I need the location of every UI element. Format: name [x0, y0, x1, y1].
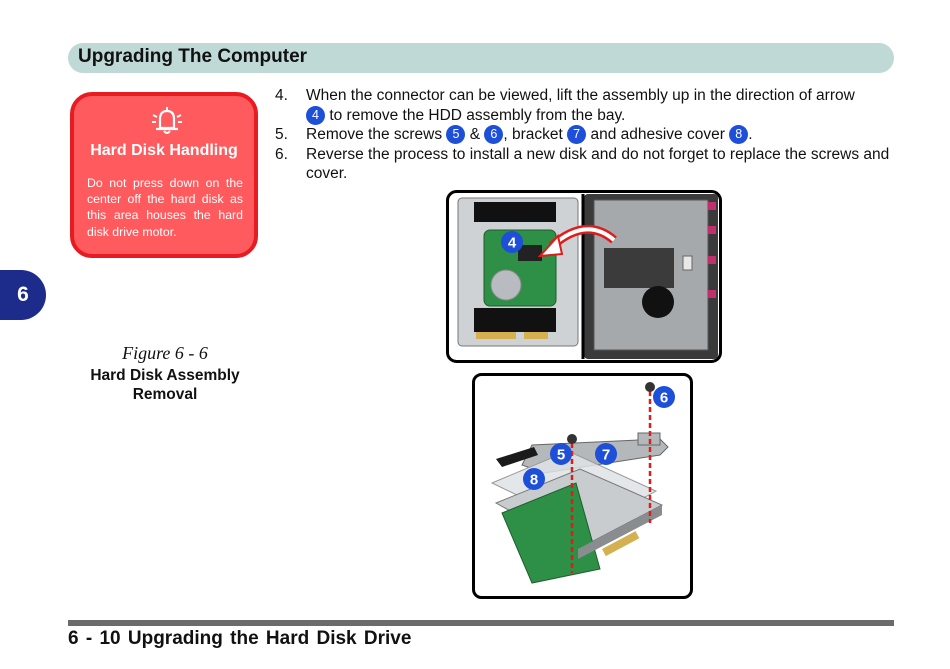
- step-text: Reverse the process to install a new dis…: [306, 145, 890, 183]
- callout-badge: 5: [446, 125, 466, 144]
- step-text: and adhesive cover: [590, 126, 725, 143]
- step-5: 5. Remove the screws 5 & 6, bracket 7 an…: [275, 125, 900, 145]
- instruction-list: 4. When the connector can be viewed, lif…: [275, 86, 900, 184]
- step-text: When the connector can be viewed, lift t…: [306, 87, 855, 104]
- chapter-tab[interactable]: 6: [0, 270, 46, 320]
- step-text: .: [748, 126, 753, 143]
- step-text: Remove the screws: [306, 126, 443, 143]
- callout-badge: 6: [484, 125, 504, 144]
- warning-text: Do not press down on the center off the …: [87, 176, 243, 239]
- footer-divider: [68, 620, 894, 626]
- callout-6-label: 6: [660, 390, 668, 407]
- section-header-bar: Upgrading The Computer: [68, 43, 894, 73]
- step-number: 4.: [275, 87, 288, 104]
- hdd-exploded-illustration: 6 5 7 8: [472, 373, 693, 599]
- callout-badge: 7: [567, 125, 587, 144]
- callout-badge: 4: [306, 105, 325, 125]
- step-text: , bracket: [503, 126, 563, 143]
- step-6: 6. Reverse the process to install a new …: [275, 145, 900, 184]
- step-number: 6.: [275, 145, 288, 163]
- step-text: &: [469, 126, 481, 143]
- step-number: 5.: [275, 126, 288, 143]
- bell-icon: [152, 107, 182, 134]
- step-4: 4. When the connector can be viewed, lif…: [275, 86, 900, 125]
- figure-title: Hard Disk Assembly Removal: [90, 367, 240, 403]
- figure-number: Figure 6 - 6: [122, 343, 208, 363]
- footer-page-label: 6 - 10 Upgrading the Hard Disk Drive: [68, 628, 412, 649]
- callout-badge: 8: [729, 125, 749, 144]
- hdd-removal-illustration: 4: [446, 190, 722, 363]
- figure-caption: Figure 6 - 6 Hard Disk Assembly Removal: [70, 343, 260, 404]
- callout-5-label: 5: [557, 447, 565, 464]
- warning-title: Hard Disk Handling: [90, 142, 238, 159]
- section-title: Upgrading The Computer: [78, 46, 308, 67]
- callout-8-label: 8: [530, 472, 538, 489]
- step-text: to remove the HDD assembly from the bay.: [329, 106, 626, 124]
- warning-box: Hard Disk Handling Do not press down on …: [70, 92, 258, 258]
- callout-4-label: 4: [508, 235, 517, 252]
- callout-7-label: 7: [602, 447, 610, 464]
